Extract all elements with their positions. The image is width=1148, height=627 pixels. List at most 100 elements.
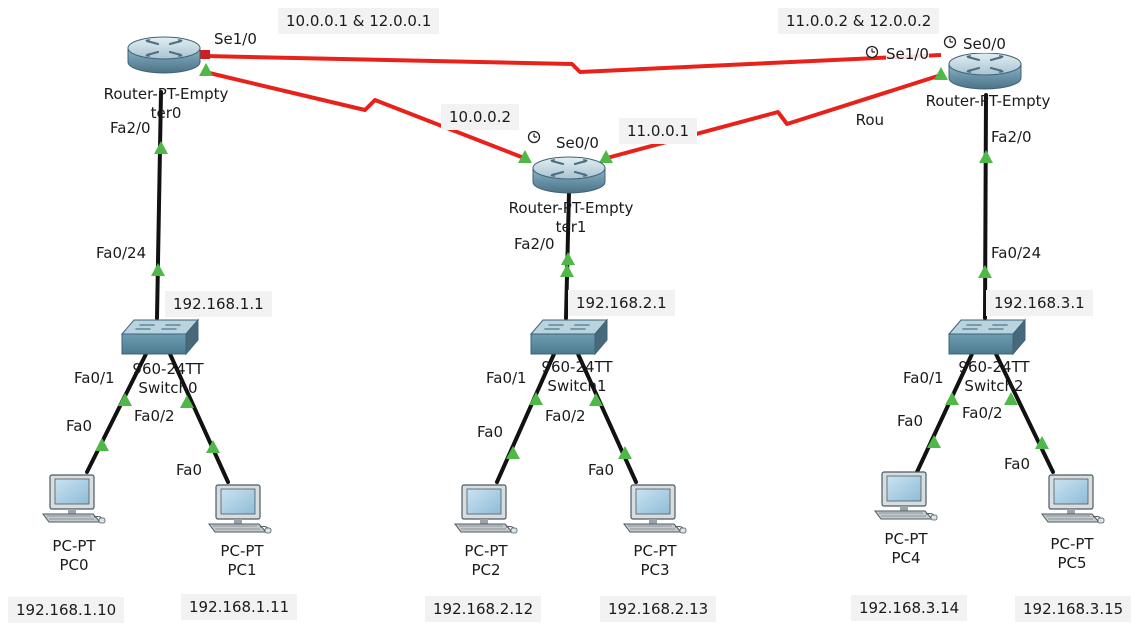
- switch-icon[interactable]: [121, 319, 199, 355]
- link-up-triangle: [118, 393, 132, 406]
- lan1-gateway-note: 192.168.2.1: [568, 290, 675, 316]
- serial-link-r0-r2[interactable]: [204, 53, 942, 74]
- pc-icon[interactable]: [208, 484, 272, 534]
- router1-se-right-ip-note: 11.0.0.1: [619, 118, 698, 144]
- pc1-name: PC1: [227, 561, 257, 579]
- pc2-model: PC-PT: [464, 542, 508, 560]
- link-status-triangles: [95, 63, 1049, 459]
- router0-label: Router-PT-Empty ter0: [104, 85, 229, 123]
- switch1-label: 960-24TT Switch1: [541, 358, 612, 396]
- pc5-name: PC5: [1057, 554, 1087, 572]
- router1-label: Router-PT-Empty ter1: [509, 199, 634, 237]
- pc3-name: PC3: [640, 561, 670, 579]
- link-sw1-pc3[interactable]: [576, 352, 638, 484]
- link-up-triangle: [1004, 392, 1018, 405]
- pc2-ip-note: 192.168.2.12: [425, 596, 542, 622]
- pc-icon[interactable]: [454, 484, 518, 534]
- router0-model: Router-PT-Empty: [103, 85, 229, 103]
- lan0-gateway-note: 192.168.1.1: [165, 291, 272, 317]
- port-label: Se1/0: [886, 45, 929, 63]
- serial-dce-marker: [200, 50, 210, 59]
- port-label: Fa0/24: [96, 244, 147, 262]
- pc1-model: PC-PT: [220, 542, 264, 560]
- pc-icon[interactable]: [874, 471, 938, 521]
- link-sw0-pc0[interactable]: [85, 352, 148, 474]
- pc-icon[interactable]: [1041, 474, 1105, 524]
- switch0-name: Switch0: [138, 379, 198, 397]
- link-up-triangle: [180, 395, 194, 408]
- port-label: Fa0: [588, 461, 614, 479]
- pc1-label: PC-PT PC1: [220, 542, 263, 580]
- link-r0-sw0[interactable]: [155, 90, 163, 320]
- clock-icon: [943, 35, 957, 49]
- switch1-name: Switch1: [547, 377, 607, 395]
- router2-name: Rou: [855, 111, 885, 129]
- port-label: Fa0: [897, 412, 923, 430]
- router-icon[interactable]: [531, 155, 607, 195]
- link-sw1-pc2[interactable]: [495, 352, 556, 484]
- link-r2-sw2[interactable]: [983, 93, 988, 320]
- pc4-name: PC4: [891, 549, 921, 567]
- pc-icon[interactable]: [42, 474, 106, 524]
- link-up-triangle: [95, 438, 109, 451]
- pc4-model: PC-PT: [884, 530, 928, 548]
- link-sw2-pc4[interactable]: [915, 352, 974, 474]
- pc2-name: PC2: [471, 561, 501, 579]
- pc2-label: PC-PT PC2: [464, 542, 507, 580]
- link-up-triangle: [560, 264, 574, 277]
- link-up-triangle: [199, 63, 213, 76]
- router2-label: Router-PT-Empty Rou: [856, 92, 1051, 130]
- pc5-label: PC-PT PC5: [1050, 535, 1093, 573]
- pc3-label: PC-PT PC3: [633, 542, 676, 580]
- pc5-ip-note: 192.168.3.15: [1015, 596, 1132, 622]
- pc1-ip-note: 192.168.1.11: [181, 594, 298, 620]
- port-label: Fa2/0: [110, 119, 151, 137]
- switch0-label: 960-24TT Switch0: [132, 360, 203, 398]
- link-up-triangle: [506, 446, 520, 459]
- pc4-label: PC-PT PC4: [884, 530, 927, 568]
- router1-name: ter1: [555, 218, 587, 236]
- link-up-triangle: [927, 435, 941, 448]
- switch0-model: 960-24TT: [132, 360, 204, 378]
- router-icon[interactable]: [126, 35, 202, 75]
- port-label: Se0/0: [556, 134, 599, 152]
- pc-icon[interactable]: [623, 484, 687, 534]
- lan2-gateway-note: 192.168.3.1: [986, 290, 1093, 316]
- switch-icon[interactable]: [530, 319, 608, 355]
- router2-serial-ip-note: 11.0.0.2 & 12.0.0.2: [778, 8, 940, 34]
- port-label: Fa0/1: [74, 369, 115, 387]
- link-up-triangle: [561, 252, 575, 265]
- clock-icon: [865, 45, 879, 59]
- link-up-triangle: [979, 150, 993, 163]
- link-up-triangle: [978, 265, 992, 278]
- switch-icon[interactable]: [948, 319, 1026, 355]
- port-label: Fa0/1: [903, 369, 944, 387]
- switch2-label: 960-24TT Switch2: [958, 358, 1029, 396]
- port-label: Fa2/0: [514, 235, 555, 253]
- link-up-triangle: [151, 263, 165, 276]
- router2-model: Router-PT-Empty: [925, 92, 1051, 110]
- pc0-label: PC-PT PC0: [52, 537, 95, 575]
- link-up-triangle: [618, 446, 632, 459]
- port-label: Fa0: [176, 461, 202, 479]
- pc4-ip-note: 192.168.3.14: [851, 595, 968, 621]
- port-label: Fa0/2: [545, 407, 586, 425]
- port-label: Fa0: [477, 423, 503, 441]
- port-label: Fa0/2: [134, 407, 175, 425]
- link-up-triangle: [154, 141, 168, 154]
- link-up-triangle: [934, 67, 948, 80]
- router1-model: Router-PT-Empty: [508, 199, 634, 217]
- router-icon[interactable]: [947, 51, 1023, 91]
- port-label: Fa0/2: [962, 404, 1003, 422]
- switch1-model: 960-24TT: [541, 358, 613, 376]
- port-label: Fa0/24: [991, 244, 1042, 262]
- link-up-triangle: [529, 392, 543, 405]
- pc0-model: PC-PT: [52, 537, 96, 555]
- link-sw2-pc5[interactable]: [994, 352, 1055, 474]
- link-sw0-pc1[interactable]: [168, 352, 230, 484]
- switch2-name: Switch2: [964, 377, 1024, 395]
- link-up-triangle: [599, 150, 613, 163]
- pc0-ip-note: 192.168.1.10: [8, 597, 125, 623]
- port-label: Fa0/1: [486, 369, 527, 387]
